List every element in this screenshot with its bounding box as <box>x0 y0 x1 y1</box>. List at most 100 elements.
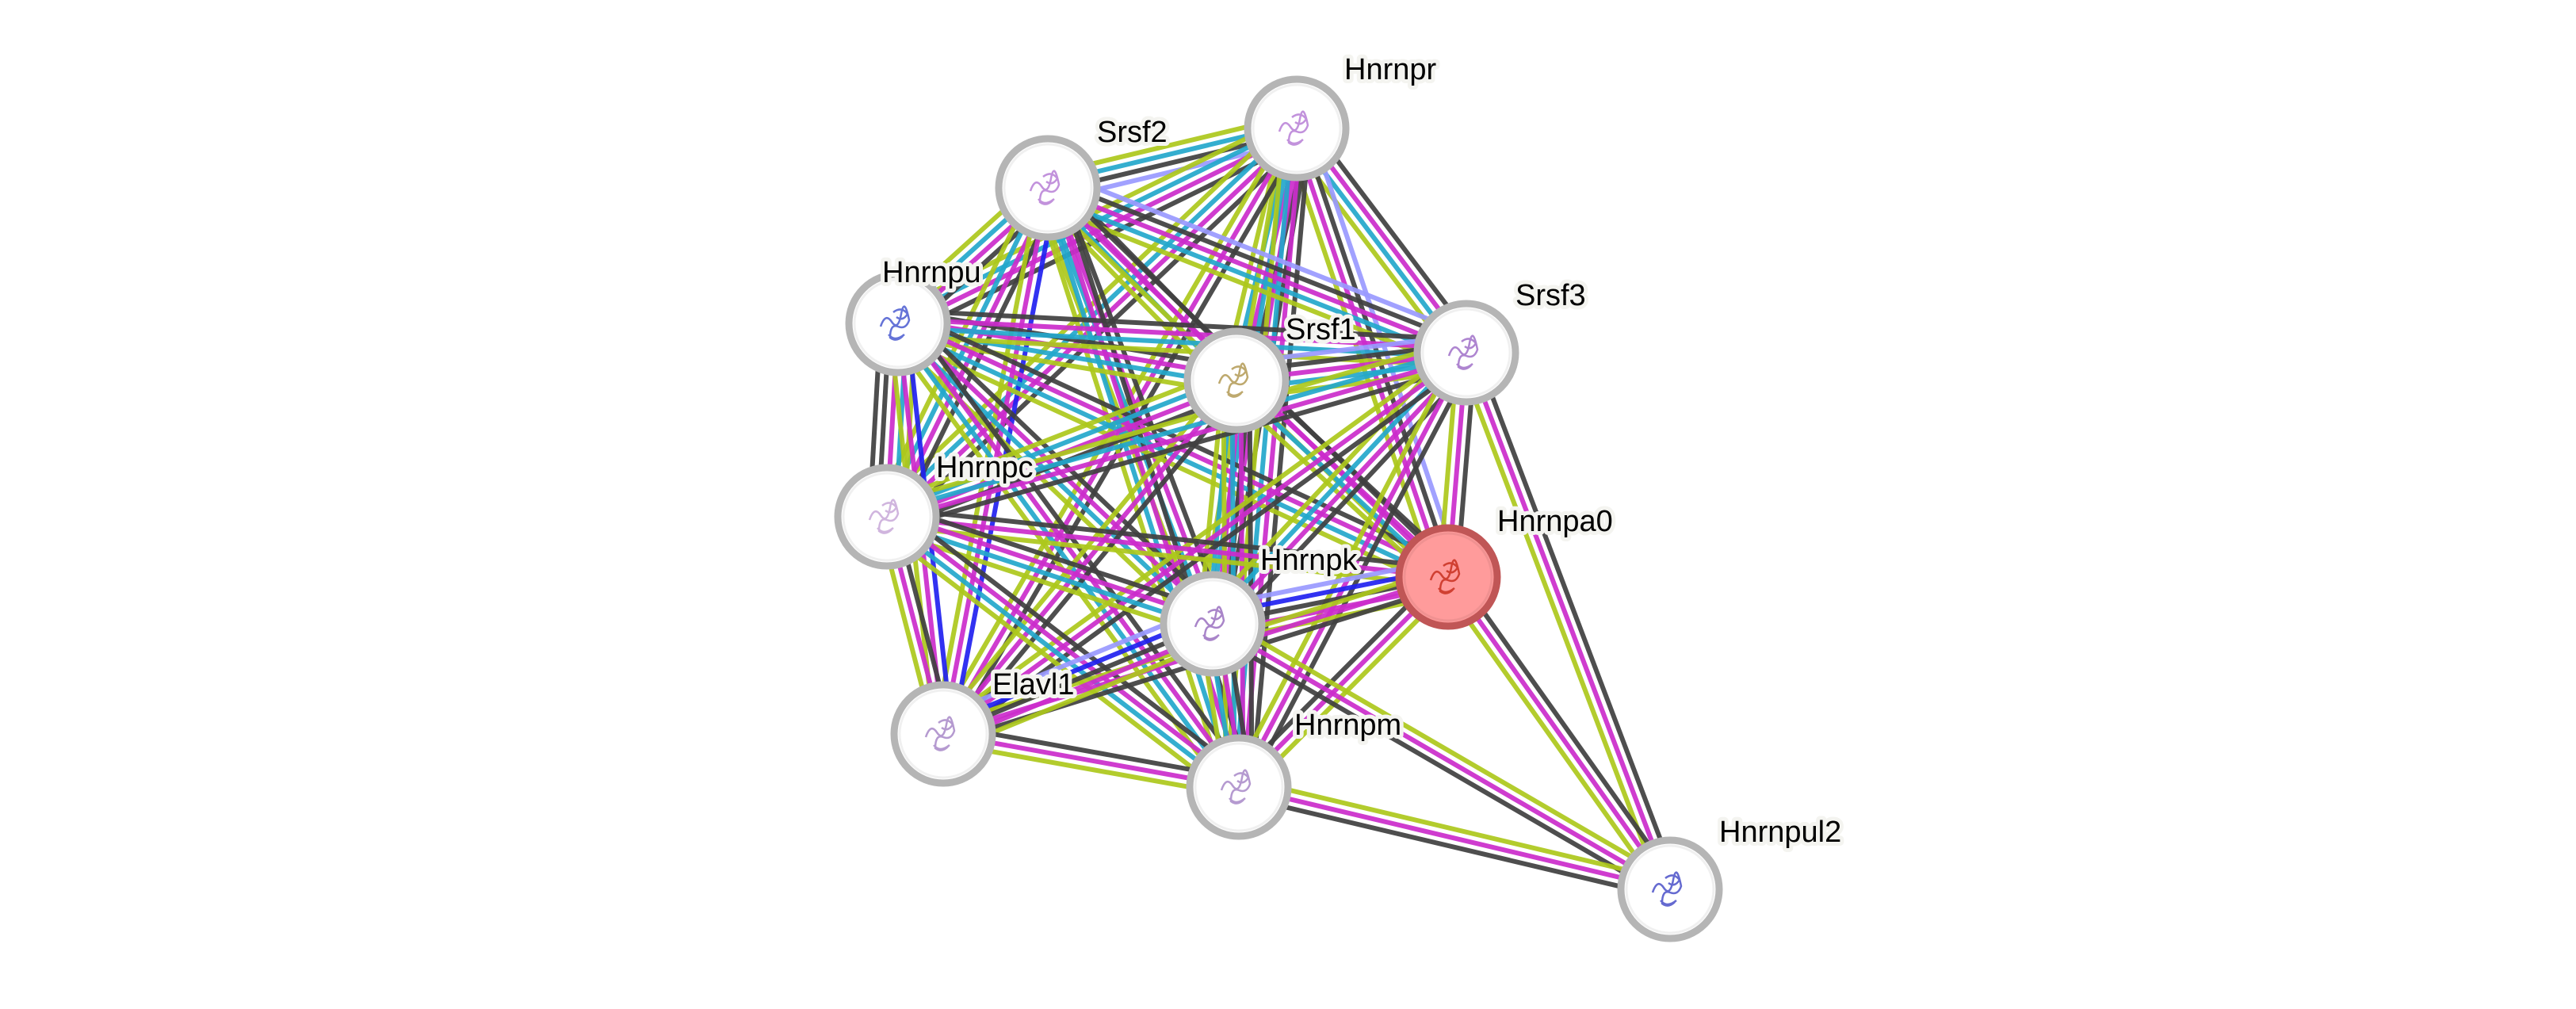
edge-srsf3-hnrnpul2[interactable] <box>1455 349 1681 893</box>
protein-structure-icon <box>924 716 956 751</box>
node-label: Hnrnpu <box>882 256 981 289</box>
node-inner-shadow <box>1403 532 1493 622</box>
edge-line-experiments <box>886 514 1449 579</box>
node-label: Hnrnpc <box>936 451 1034 484</box>
protein-structure-icon <box>1447 334 1479 370</box>
edge-line-textmining <box>882 338 1464 507</box>
node-hnrnpr[interactable] <box>1244 75 1350 182</box>
edge-line-textmining <box>936 343 1463 729</box>
node-inner-shadow <box>853 278 943 369</box>
edge-line-experiments <box>941 379 1239 736</box>
edge-line-experiments <box>1464 351 1672 891</box>
node-inner-shadow <box>1168 579 1258 669</box>
protein-structure-icon <box>1194 606 1225 641</box>
edge-line-experiments <box>1236 351 1469 789</box>
protein-structure-icon <box>1651 871 1683 907</box>
nodes-layer <box>834 75 1723 942</box>
node-srsf1[interactable] <box>1183 327 1290 434</box>
edge-line-databases <box>1041 188 1237 789</box>
node-label: Srsf2 <box>1097 116 1168 149</box>
protein-structure-icon <box>1429 559 1461 594</box>
protein-structure-icon <box>1220 769 1252 805</box>
edge-line-experiments <box>900 319 1244 786</box>
node-inner-shadow <box>1194 742 1284 832</box>
node-hnrnpk[interactable] <box>1160 571 1266 677</box>
node-elavl1[interactable] <box>890 681 996 787</box>
edge-line-coexpression <box>1247 380 1255 787</box>
node-srsf3[interactable] <box>1413 300 1519 406</box>
edge-line-textmining <box>896 334 1466 369</box>
node-label: Hnrnpul2 <box>1719 816 1841 849</box>
node-hnrnpul2[interactable] <box>1617 836 1723 942</box>
edge-line-experiments <box>899 130 1300 330</box>
edge-line-coexpression <box>1453 570 1680 886</box>
edge-line-experiments <box>899 317 1451 575</box>
edge-line-coexpression <box>893 504 1248 779</box>
edge-line-coexpression <box>1244 355 1477 793</box>
edge-line-experiments <box>888 511 1244 786</box>
edge-srsf2-srsf3[interactable] <box>1040 169 1474 372</box>
edge-line-textmining <box>1240 776 1673 884</box>
edge-line-coexpression <box>1206 629 1667 900</box>
edge-line-databases <box>897 325 1466 360</box>
edge-line-textmining <box>1216 613 1676 885</box>
edge-line-databases <box>895 325 1447 583</box>
node-label: Elavl1 <box>992 668 1075 701</box>
edge-hnrnpm-hnrnpul2[interactable] <box>1236 776 1673 900</box>
edge-line-databases <box>892 324 1237 792</box>
edge-line-experiments <box>898 316 1467 351</box>
edge-line-homology <box>1053 169 1474 339</box>
node-label: Srsf1 <box>1286 313 1356 346</box>
edge-line-experiments <box>887 354 1469 524</box>
node-label: Hnrnpm <box>1294 709 1401 742</box>
edge-line-textmining <box>1455 354 1664 893</box>
protein-structure-icon <box>1278 110 1309 146</box>
node-label: Hnrnpa0 <box>1497 505 1613 538</box>
node-inner-shadow <box>1191 335 1282 426</box>
edge-line-coexpression <box>898 308 1468 342</box>
edge-line-databases <box>884 374 1236 515</box>
node-label: Hnrnpk <box>1260 544 1358 577</box>
node-inner-shadow <box>1003 143 1093 233</box>
edge-line-coexpression <box>1220 360 1478 635</box>
edge-line-coexpression <box>889 362 1471 532</box>
edge-line-experiments <box>1446 575 1672 891</box>
edge-line-textmining <box>1439 580 1665 896</box>
node-inner-shadow <box>1252 83 1342 174</box>
edge-hnrnpu-srsf3[interactable] <box>896 308 1468 369</box>
node-inner-shadow <box>898 689 988 779</box>
edge-line-coexpression <box>1472 349 1681 888</box>
edge-srsf3-hnrnpc[interactable] <box>882 338 1471 532</box>
edge-hnrnpa0-hnrnpul2[interactable] <box>1439 570 1680 896</box>
node-hnrnpm[interactable] <box>1186 734 1292 840</box>
node-hnrnpu[interactable] <box>845 270 951 376</box>
edge-line-experiments <box>887 510 1215 622</box>
node-label: Hnrnpr <box>1344 53 1436 86</box>
edge-line-homology <box>1306 123 1463 574</box>
edge-hnrnpk-hnrnpul2[interactable] <box>1206 613 1676 900</box>
node-inner-shadow <box>1421 308 1512 398</box>
node-hnrnpc[interactable] <box>834 464 940 570</box>
node-inner-shadow <box>842 472 932 562</box>
node-hnrnpa0[interactable] <box>1395 524 1501 630</box>
edge-line-textmining <box>934 373 1232 730</box>
edge-line-databases <box>1043 193 1465 364</box>
edge-line-textmining <box>877 525 1233 800</box>
protein-structure-icon <box>868 499 900 534</box>
edge-line-coexpression <box>1249 129 1313 789</box>
edge-line-experiments <box>1046 185 1468 355</box>
edge-line-experiments <box>1211 621 1672 892</box>
edge-hnrnpc-hnrnpm[interactable] <box>877 504 1248 800</box>
edge-line-databases <box>882 518 1238 793</box>
protein-structure-icon <box>1217 362 1249 398</box>
node-label: Srsf3 <box>1515 279 1586 312</box>
edge-line-coexpression <box>890 502 1218 614</box>
edge-line-textmining <box>1040 201 1462 372</box>
node-inner-shadow <box>1625 844 1715 934</box>
edge-line-textmining <box>932 185 1042 733</box>
node-srsf2[interactable] <box>995 135 1101 241</box>
protein-structure-icon <box>879 305 911 341</box>
edge-line-coexpression <box>1049 177 1471 347</box>
